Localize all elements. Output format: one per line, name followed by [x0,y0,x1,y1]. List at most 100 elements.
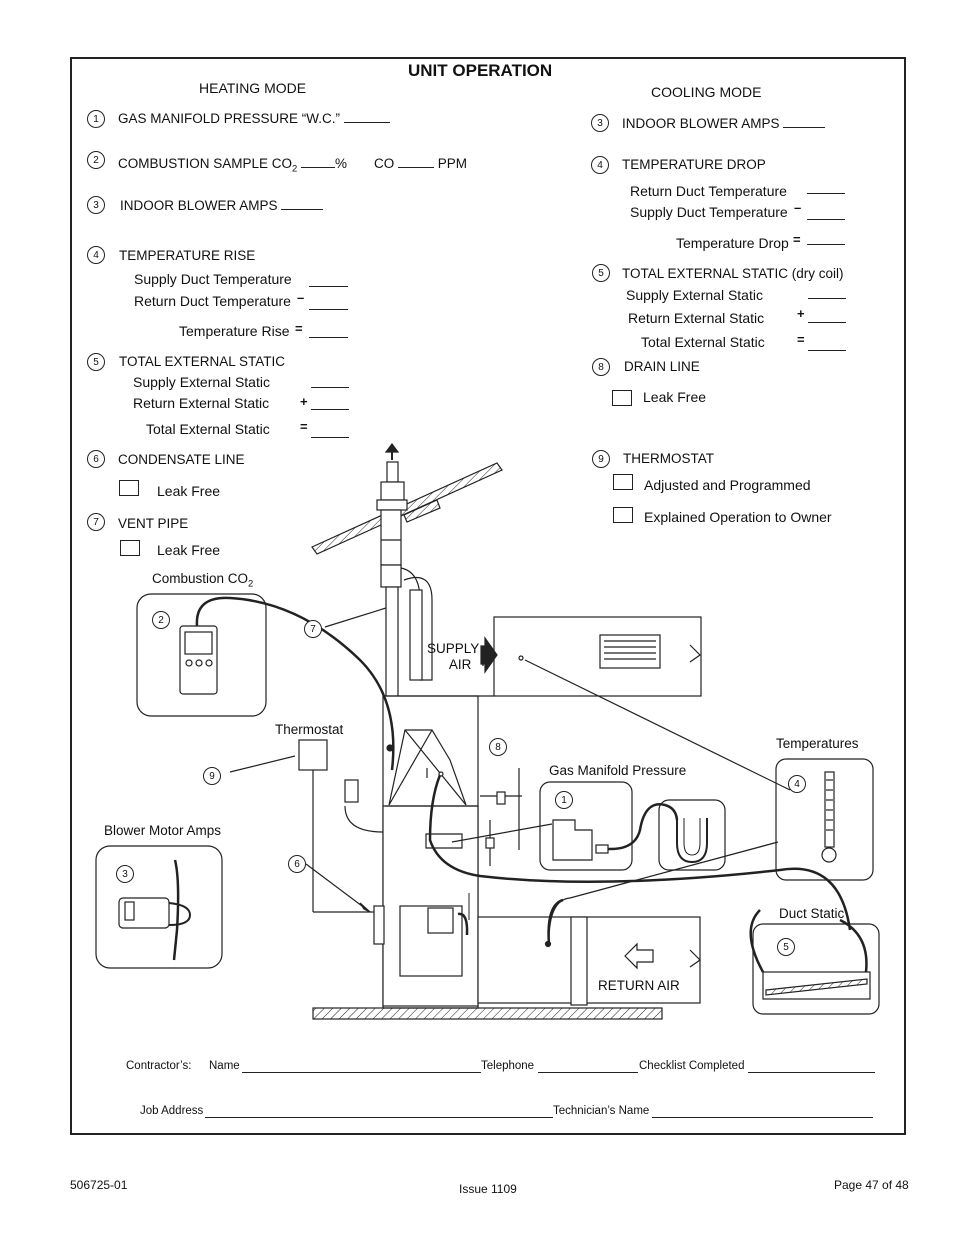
static-probe [544,940,552,948]
temperature-drop-label: TEMPERATURE DROP [622,157,766,172]
heating-mode-header: HEATING MODE [199,80,307,96]
cooling-total-static-label: Total External Static [641,334,765,350]
vent-pipe-label: VENT PIPE [118,516,189,531]
job-address-field[interactable] [205,1116,553,1118]
input-blank[interactable] [807,192,845,194]
input-blank[interactable] [807,243,845,245]
combustion-sample-label: COMBUSTION SAMPLE CO2 % [118,155,348,175]
return-duct [477,916,701,1006]
callout-number: 1 [87,110,105,128]
input-blank[interactable] [281,197,324,210]
input-blank[interactable] [808,349,846,351]
vent-leak-free-checkbox[interactable] [120,540,140,556]
return-duct-temp-label: Return Duct Temperature [134,293,291,309]
telephone-field[interactable] [538,1071,638,1073]
vent-leak-free-label: Leak Free [157,542,221,558]
checklist-completed-label: Checklist Completed [639,1060,745,1072]
input-blank[interactable] [398,155,435,168]
input-blank[interactable] [808,297,846,299]
input-blank[interactable] [309,285,348,287]
equals-sign: = [797,332,805,347]
furnace-cabinet [312,695,494,1009]
job-address-label: Job Address [140,1105,204,1117]
supply-external-static-label: Supply External Static [133,374,270,390]
equals-sign: = [295,321,303,336]
callout-number: 4 [591,156,609,174]
callout-number: 3 [87,196,105,214]
equals-sign: = [793,232,801,247]
form-frame [70,57,906,1135]
callout-number: 2 [87,151,105,169]
callout-number: 5 [87,353,105,371]
callout-7: 7 [304,620,322,638]
callout-number: 3 [591,114,609,132]
checklist-completed-field[interactable] [748,1071,875,1073]
amp-meter [95,845,223,969]
drain-line-label: DRAIN LINE [624,359,700,374]
cooling-blower-amps-label: INDOOR BLOWER AMPS [622,115,826,131]
condensate-line-label: CONDENSATE LINE [118,452,245,467]
telephone-label: Telephone [481,1060,535,1072]
duct-static-label: Duct Static [779,906,845,921]
drain-leak-free-checkbox[interactable] [612,390,632,406]
callout-number: 8 [592,358,610,376]
gas-manifold-pressure-diagram-label: Gas Manifold Pressure [549,763,687,778]
callout-5: 5 [777,938,795,956]
condensate-trap [373,905,385,945]
callout-number: 5 [592,264,610,282]
explained-operation-checkbox[interactable] [613,507,633,523]
callout-number: 4 [87,246,105,264]
temperature-rise-label: TEMPERATURE RISE [119,248,256,263]
cooling-supply-duct-temp-label: Supply Duct Temperature [630,204,788,220]
input-blank[interactable] [311,408,349,410]
input-blank[interactable] [311,436,349,438]
page-number: Page 47 of 48 [834,1178,909,1192]
callout-3: 3 [116,865,134,883]
cooling-external-static-label: TOTAL EXTERNAL STATIC (dry coil) [622,266,844,281]
indoor-blower-amps-label: INDOOR BLOWER AMPS [120,197,324,213]
hose-lines [428,774,852,946]
input-blank[interactable] [301,155,336,168]
technician-name-field[interactable] [652,1116,873,1118]
cooling-return-duct-temp-label: Return Duct Temperature [630,183,787,199]
plus-sign: + [797,306,805,321]
callout-9: 9 [203,767,221,785]
input-blank[interactable] [783,115,826,128]
return-external-static-label: Return External Static [133,395,270,411]
temperatures-label: Temperatures [776,736,859,751]
floor [312,1007,663,1020]
cooling-supply-static-label: Supply External Static [626,287,763,303]
input-blank[interactable] [808,321,846,323]
minus-sign: – [794,200,802,215]
blower-motor-amps-label: Blower Motor Amps [104,823,222,838]
contractor-label: Contractor’s: [126,1060,192,1072]
name-label: Name [209,1060,240,1072]
static-manometer [749,909,880,1015]
condensate-leak-free-checkbox[interactable] [119,480,139,496]
thermostat-label: THERMOSTAT [623,451,714,466]
callout-6: 6 [288,855,306,873]
input-blank[interactable] [311,386,349,388]
input-blank[interactable] [309,336,348,338]
return-air-label: RETURN AIR [598,978,680,993]
callout-number: 7 [87,513,105,531]
total-external-static-total-label: Total External Static [146,421,270,437]
adjusted-programmed-checkbox[interactable] [613,474,633,490]
cooling-mode-header: COOLING MODE [651,84,762,100]
page-title: UNIT OPERATION [408,61,553,80]
minus-sign: – [297,290,305,305]
input-blank[interactable] [807,218,845,220]
input-blank[interactable] [343,110,390,123]
callout-number: 9 [592,450,610,468]
equals-sign: = [300,419,308,434]
technician-name-label: Technician’s Name [553,1105,650,1117]
issue-number: Issue 1109 [459,1182,517,1196]
name-field[interactable] [242,1071,481,1073]
input-blank[interactable] [309,308,348,310]
gas-line [425,768,522,866]
combustion-analyzer [136,593,395,771]
gas-manifold-pressure-label: GAS MANIFOLD PRESSURE “W.C.” [118,110,390,126]
supply-duct-temp-label: Supply Duct Temperature [134,271,292,287]
temperature-drop-total-label: Temperature Drop [676,235,789,251]
callout-8: 8 [489,738,507,756]
